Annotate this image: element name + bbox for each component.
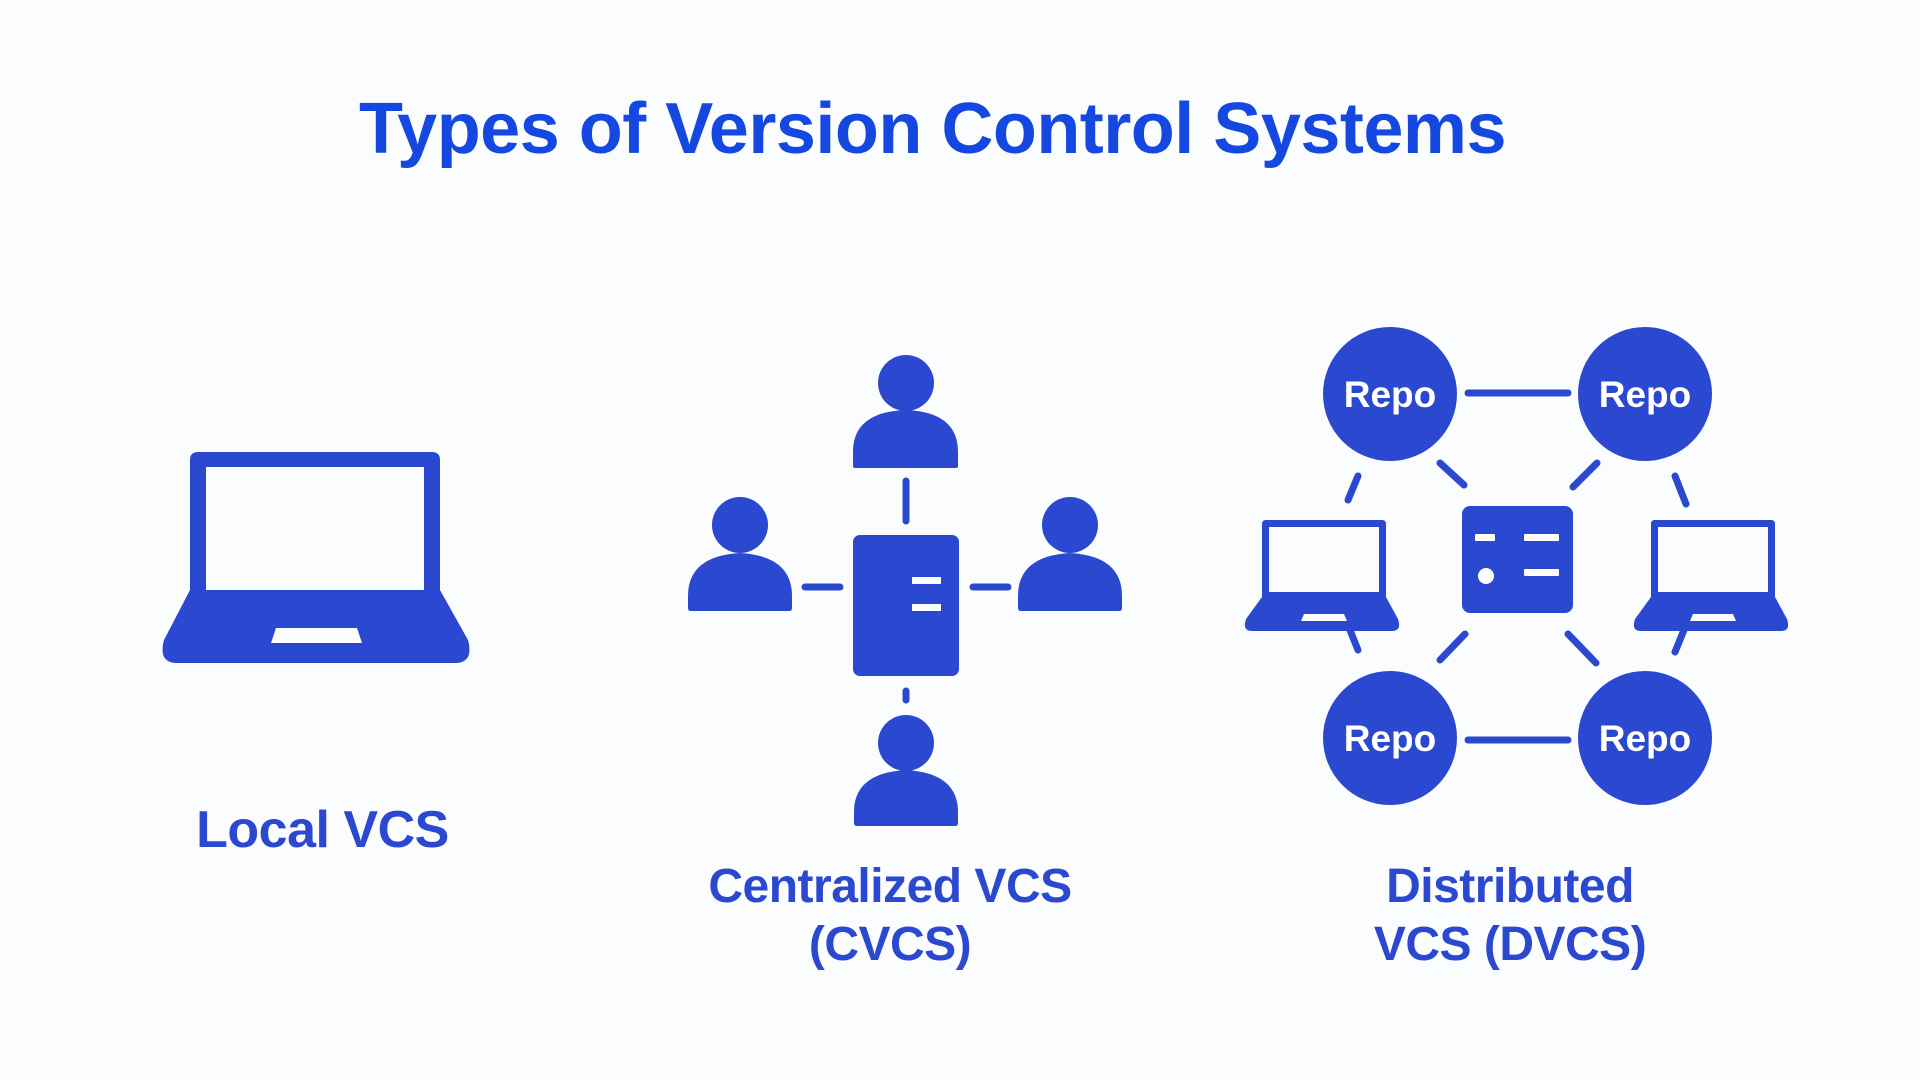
repo-node-bottom-right: Repo (1578, 671, 1712, 805)
connector-tl-repo-server (1436, 459, 1468, 489)
centralized-vcs-label: Centralized VCS (CVCS) (660, 858, 1120, 974)
user-icon-bottom (854, 715, 958, 826)
repo-label: Repo (1599, 374, 1692, 415)
repo-label: Repo (1344, 374, 1437, 415)
connector-tl-repo-left-laptop (1344, 472, 1362, 504)
laptop-icon-right (1633, 520, 1789, 631)
repo-label: Repo (1344, 718, 1437, 759)
repo-node-bottom-left: Repo (1323, 671, 1457, 805)
page-title: Types of Version Control Systems (359, 89, 1506, 169)
connector-server-br-repo (1564, 630, 1600, 667)
user-icon-top (853, 355, 958, 468)
repo-node-top-right: Repo (1578, 327, 1712, 461)
repo-label: Repo (1599, 718, 1692, 759)
dvcs-server-icon (1462, 506, 1573, 613)
cvcs-diagram (688, 355, 1122, 826)
distributed-vcs-label: Distributed VCS (DVCS) (1290, 858, 1730, 974)
local-vcs-label: Local VCS (160, 800, 485, 860)
laptop-base (162, 590, 470, 663)
connector-tr-repo-right-laptop (1671, 472, 1690, 508)
server-slot-line (912, 604, 941, 611)
connector-server-bl-repo (1436, 630, 1469, 664)
server-slot-line (912, 577, 941, 584)
label-line: (CVCS) (808, 918, 972, 971)
label-line: VCS (DVCS) (1373, 918, 1647, 971)
dvcs-connectors (1344, 389, 1690, 744)
laptop-icon-left (1244, 520, 1400, 631)
user-icon-left (688, 497, 792, 611)
laptop-screen-frame (190, 452, 440, 592)
repo-node-top-left: Repo (1323, 327, 1457, 461)
local-vcs-laptop-icon (162, 452, 470, 663)
dvcs-diagram: Repo Repo Repo Repo (1244, 327, 1789, 805)
label-line: Centralized VCS (708, 860, 1072, 913)
central-server-icon (853, 535, 959, 676)
label-line: Local VCS (196, 801, 449, 859)
laptop-touchpad (271, 628, 362, 643)
label-line: Distributed (1386, 860, 1634, 913)
user-icon-right (1018, 497, 1122, 611)
connector-tr-repo-server (1569, 459, 1601, 491)
